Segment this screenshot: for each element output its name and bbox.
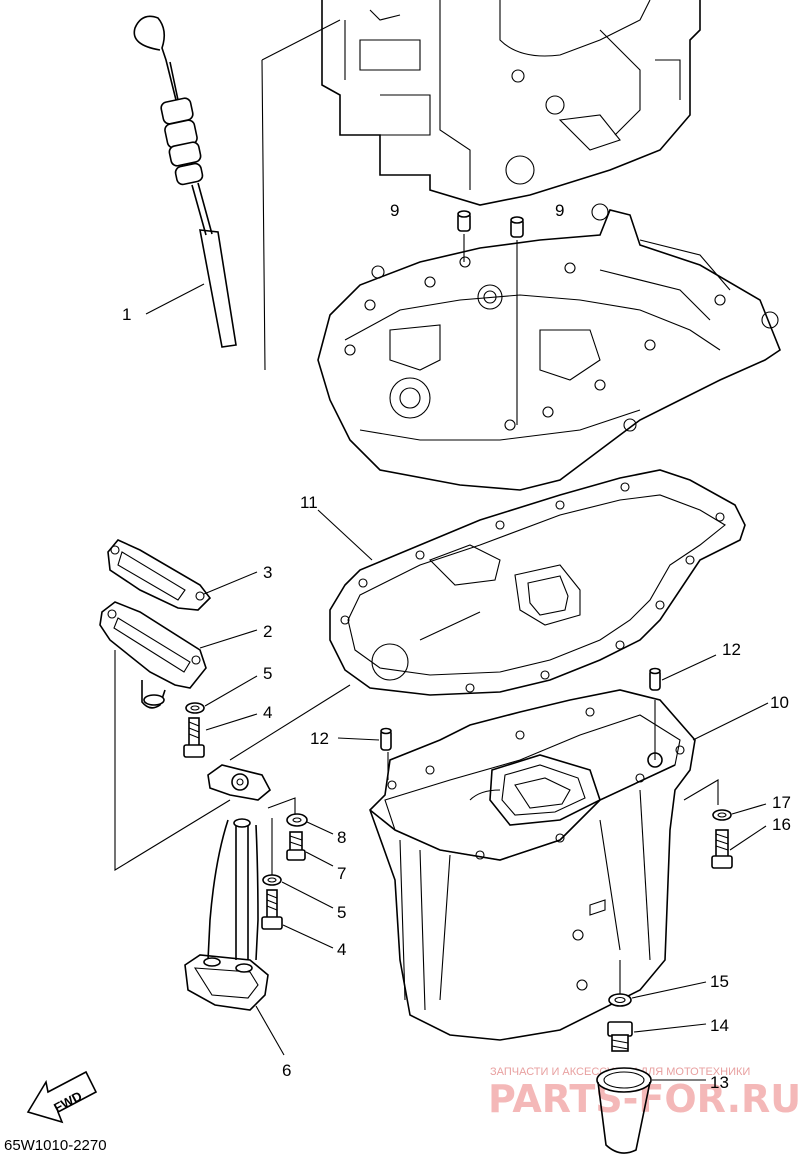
bolt-16-guide-line	[683, 779, 719, 805]
drain-gasket-15	[608, 993, 632, 1007]
callout-12-left: 12	[310, 729, 329, 748]
leader-11	[317, 509, 373, 561]
callout-16: 16	[772, 815, 791, 834]
leader-7	[305, 851, 334, 867]
washer-17	[712, 809, 732, 821]
leader-12-left	[337, 737, 380, 741]
callout-11: 11	[300, 493, 318, 512]
callout-labels: 1 2 3 4 4 5 5 6 7 8 9 9 10 11 12 12 13 1…	[122, 201, 791, 1092]
callout-14: 14	[710, 1016, 729, 1035]
fwd-label: FWD	[51, 1088, 84, 1115]
exhaust-pipe-13	[596, 1067, 652, 1154]
callout-8: 8	[337, 828, 346, 847]
drawing-code: 65W1010-2270	[4, 1137, 107, 1154]
oil-pan-gasket	[329, 469, 746, 696]
leader-17	[731, 803, 767, 815]
callout-4-lower: 4	[337, 940, 346, 959]
leader-16	[729, 825, 767, 851]
leader-10	[692, 702, 769, 741]
leader-6	[255, 1005, 285, 1056]
callout-17: 17	[772, 793, 791, 812]
engine-block	[321, 0, 701, 206]
bolt-4-lower	[261, 889, 283, 930]
washer-5-upper	[185, 702, 205, 714]
gasket-guide-line	[229, 684, 351, 761]
pan-guide-lines	[387, 700, 656, 995]
leader-4-upper	[205, 713, 258, 731]
callout-4-upper: 4	[263, 703, 272, 722]
leader-12-right	[661, 654, 717, 681]
washer-5-lower	[262, 874, 282, 886]
callout-5-lower: 5	[337, 903, 346, 922]
callout-2: 2	[263, 622, 272, 641]
dipstick-guide-lines	[261, 19, 341, 371]
gasket-3	[107, 539, 212, 611]
leader-1	[145, 283, 205, 315]
dowel-pin-guide-lines	[463, 234, 518, 425]
callout-1: 1	[122, 305, 131, 324]
bolt-4-upper	[183, 717, 205, 758]
callout-7: 7	[337, 864, 346, 883]
callout-3: 3	[263, 563, 272, 582]
dipstick	[133, 15, 237, 348]
strainer-guide-lines	[114, 650, 296, 871]
leader-8	[306, 821, 334, 835]
callout-15: 15	[710, 972, 729, 991]
leader-4-lower	[282, 924, 334, 949]
leader-5-upper	[204, 675, 258, 707]
callout-13: 13	[710, 1073, 729, 1092]
dowel-pin-9-right	[510, 216, 524, 238]
leader-15	[631, 981, 707, 999]
forward-direction-marker: FWD	[26, 1070, 98, 1124]
callout-9-right: 9	[555, 201, 564, 220]
dowel-pin-12-left	[380, 727, 392, 751]
bolt-7	[286, 831, 306, 861]
bolt-16	[711, 829, 733, 869]
drain-plug-14	[607, 1021, 633, 1052]
leader-14	[633, 1023, 707, 1033]
leader-5-lower	[281, 881, 334, 909]
callout-10: 10	[770, 693, 789, 712]
leader-3	[203, 571, 258, 595]
oil-strainer-cover	[99, 601, 207, 709]
oil-strainer	[184, 764, 272, 1011]
washer-8	[286, 813, 308, 827]
callout-5-upper: 5	[263, 664, 272, 683]
leader-2	[199, 629, 258, 649]
callout-12-right: 12	[722, 640, 741, 659]
callout-6: 6	[282, 1061, 291, 1080]
callout-9-left: 9	[390, 201, 399, 220]
dowel-pin-9-left	[457, 210, 471, 232]
engine-base-plate	[317, 203, 781, 491]
oil-pan	[369, 689, 696, 1041]
dowel-pin-12-right	[649, 667, 661, 691]
